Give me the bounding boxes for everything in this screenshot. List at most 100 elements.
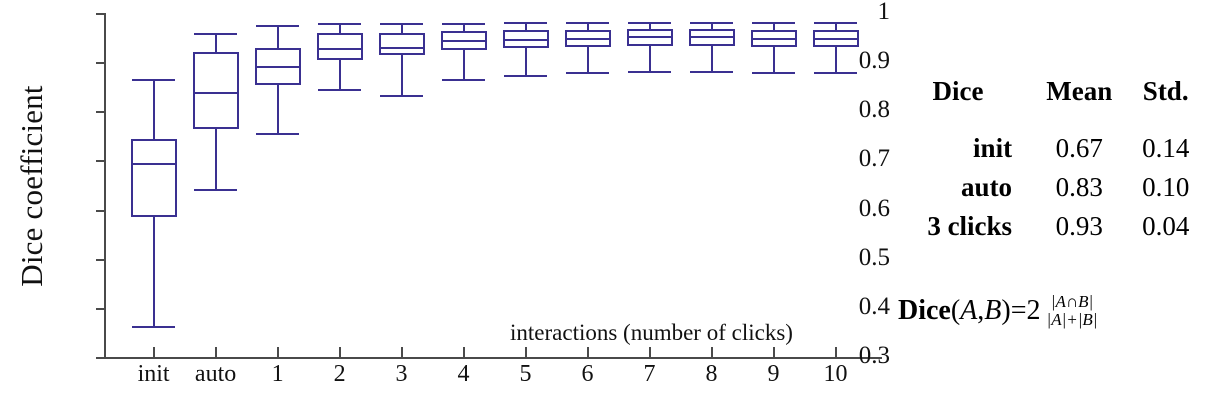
x-axis-tick-label: 4 [457, 361, 470, 387]
box-line [298, 48, 301, 83]
boxplot-auto [192, 32, 239, 191]
box-line [256, 133, 299, 136]
box-line [750, 37, 797, 40]
box-line [626, 29, 673, 32]
box-line [710, 44, 713, 71]
box-line [690, 71, 733, 73]
y-axis-tick-label: 0.4 [858, 292, 890, 320]
stats-row-mean: 0.67 [1055, 133, 1103, 163]
box-line [338, 23, 341, 34]
y-axis-tick [96, 111, 105, 114]
box-line [132, 326, 175, 329]
box-line [276, 82, 279, 134]
stats-row-name: 3 clicks [927, 211, 1013, 242]
box-line [502, 46, 549, 49]
box-line [626, 44, 673, 47]
box-line [254, 82, 301, 85]
box-line [750, 29, 797, 32]
box-line [378, 52, 425, 55]
x-axis-tick [152, 347, 155, 358]
x-axis-tick [648, 347, 651, 358]
box-line [422, 32, 425, 53]
box-line [152, 214, 155, 327]
x-axis-tick [586, 347, 589, 358]
y-axis-tick [96, 209, 105, 212]
formula-arg-b: B [984, 294, 1002, 326]
x-axis-tick [524, 347, 527, 358]
box-line [504, 74, 547, 77]
boxplot-3 [378, 23, 425, 98]
x-axis-tick-label: 3 [395, 361, 408, 387]
box-line [710, 21, 713, 30]
box-line [812, 45, 859, 48]
box-line [462, 22, 465, 32]
box-line [254, 65, 301, 68]
boxplot-6 [564, 21, 611, 75]
box-line [192, 52, 195, 128]
box-line [502, 39, 549, 42]
box-line [564, 45, 611, 48]
x-axis-tick-label: 7 [643, 361, 656, 387]
box-line [254, 48, 257, 83]
box-line [214, 127, 217, 189]
boxplot-10 [812, 22, 859, 74]
x-axis-tick [834, 347, 837, 358]
box-line [750, 45, 797, 48]
box-line [192, 127, 239, 130]
formula-equals: = [1010, 294, 1027, 326]
x-axis-tick [400, 347, 403, 358]
box-line [564, 37, 611, 40]
formula-arg-a: A [960, 294, 978, 326]
box-line [546, 30, 549, 47]
box-line [130, 139, 177, 142]
box-line [378, 32, 425, 35]
box-line [586, 45, 589, 73]
box-line [440, 40, 487, 43]
y-axis-tick-label: 0.9 [858, 47, 890, 75]
box-line [648, 44, 651, 71]
y-axis-tick [96, 258, 105, 261]
stats-row-std: 0.04 [1142, 211, 1190, 242]
x-axis-tick [276, 347, 279, 358]
box-line [502, 30, 505, 47]
x-axis-caption: interactions (number of clicks) [510, 320, 793, 345]
y-axis-tick-label: 0.5 [858, 243, 890, 271]
stats-row-mean: 0.83 [1055, 172, 1103, 203]
formula-factor: 2 [1026, 294, 1041, 326]
box-line [130, 214, 177, 217]
x-axis-tick-label: 9 [767, 361, 780, 387]
y-axis-tick-label: 0.6 [858, 194, 890, 222]
box-line [524, 22, 527, 31]
box-line [236, 52, 239, 128]
box-line [442, 78, 485, 81]
box-line [688, 44, 735, 47]
box-line [400, 23, 403, 33]
x-axis-tick-label: 2 [333, 361, 346, 387]
dice-formula: Dice(A, B) = 2 |A∩B| |A|+|B| [898, 293, 1097, 329]
box-line [152, 79, 155, 140]
box-line [130, 162, 177, 165]
x-axis-tick [710, 347, 713, 358]
box-line [628, 71, 671, 73]
y-axis-tick [96, 62, 105, 65]
x-axis-tick-label: 5 [519, 361, 532, 387]
box-line [564, 29, 611, 32]
box-line [316, 58, 363, 61]
box-line [174, 139, 177, 215]
box-line [400, 52, 403, 96]
box-line [688, 29, 735, 32]
boxplot-8 [688, 21, 735, 73]
y-axis-tick [96, 160, 105, 163]
x-axis-tick [338, 347, 341, 358]
formula-comma: , [977, 294, 985, 326]
stats-row-name: auto [961, 172, 1013, 203]
stats-header-std: Std. [1142, 76, 1189, 106]
x-axis-tick-label: init [137, 361, 170, 387]
stats-row-name: init [973, 133, 1013, 163]
y-axis-line [104, 13, 106, 359]
formula-paren-open: ( [950, 294, 961, 326]
